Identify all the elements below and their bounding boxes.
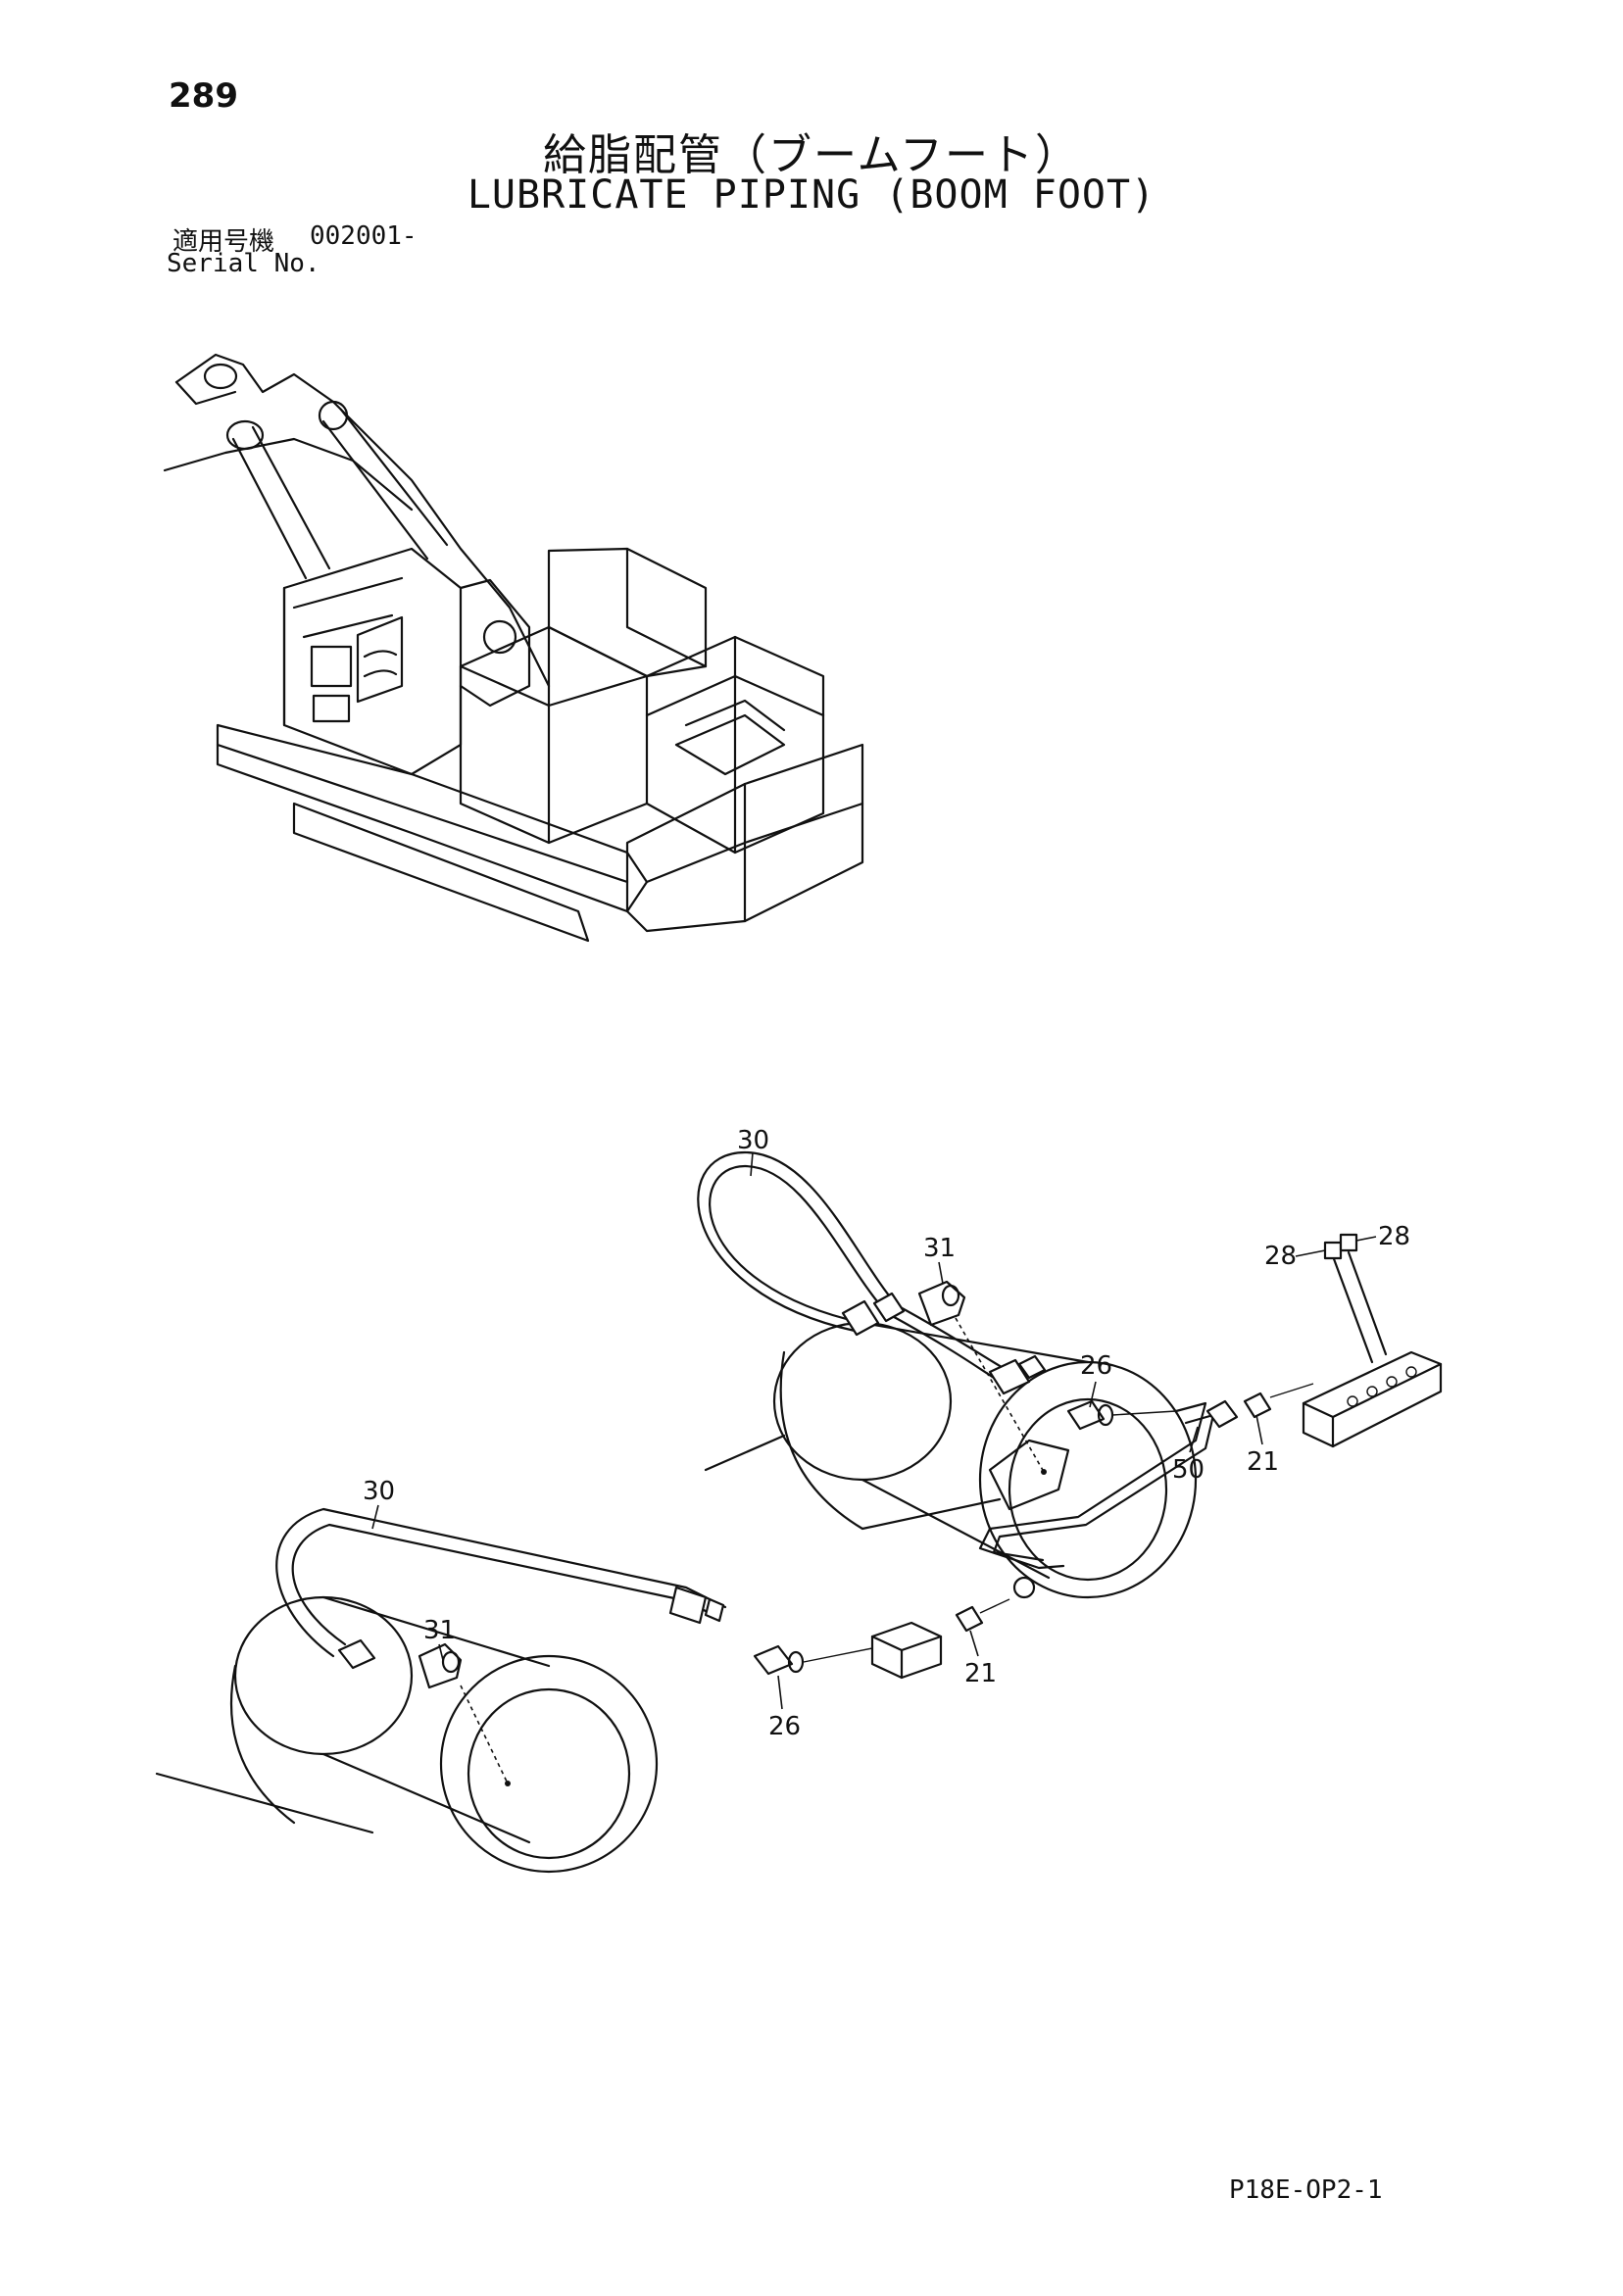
serial-number-value: 002001- xyxy=(310,221,418,251)
serial-label-japanese: 適用号機 xyxy=(172,227,275,257)
serial-label-english: Serial No. xyxy=(167,249,320,278)
callout-30-upper: 30 xyxy=(737,1126,769,1155)
callout-50: 50 xyxy=(1172,1455,1205,1485)
callout-26-lower: 26 xyxy=(768,1712,801,1741)
boom-foot-piping-detail xyxy=(155,1150,1443,1874)
callout-31-upper: 31 xyxy=(923,1234,956,1263)
machine-overview-illustration xyxy=(163,353,864,943)
part-callouts: 30 31 28 28 26 50 21 30 31 26 21 xyxy=(363,1126,1410,1741)
callout-21-lower: 21 xyxy=(964,1659,997,1688)
page-title-japanese: 給脂配管（ブームフート） xyxy=(542,130,1081,180)
callout-31-lower: 31 xyxy=(423,1616,456,1645)
page-title-english: LUBRICATE PIPING (BOOM FOOT) xyxy=(467,172,1156,218)
callout-30-lower: 30 xyxy=(363,1477,395,1506)
document-code: P18E-OP2-1 xyxy=(1229,2175,1383,2205)
callout-26-upper: 26 xyxy=(1080,1351,1112,1381)
callout-21-upper: 21 xyxy=(1247,1447,1279,1477)
page-number: 289 xyxy=(169,76,238,116)
callout-28-right: 28 xyxy=(1378,1222,1410,1251)
callout-28-left: 28 xyxy=(1264,1242,1297,1271)
